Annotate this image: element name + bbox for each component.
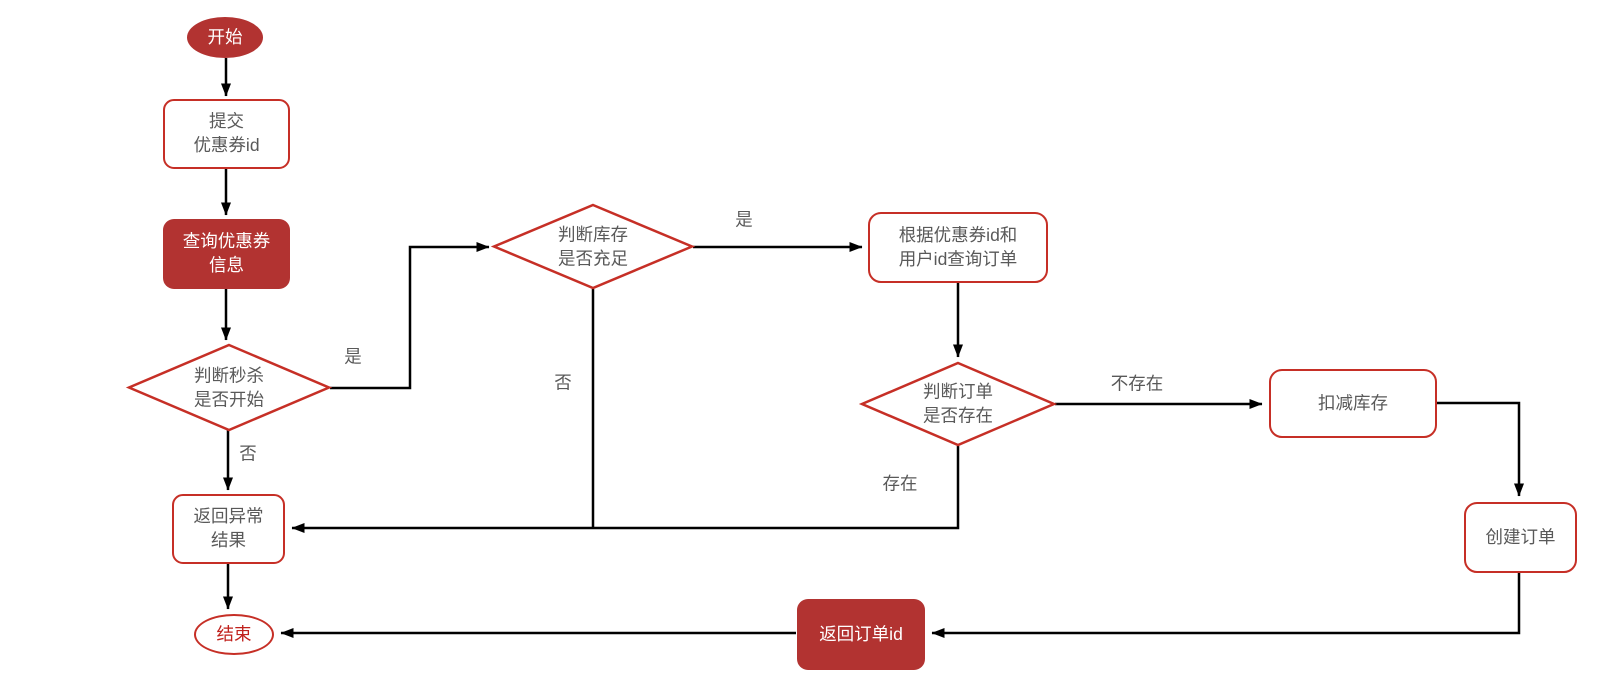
edge-label-seckill-yes: 是	[344, 346, 362, 367]
node-end: 结束	[194, 614, 274, 655]
node-submit-coupon-label: 提交 优惠券id	[193, 111, 260, 155]
node-query-order-label: 根据优惠券id和 用户id查询订单	[898, 224, 1018, 269]
edge-label-order-not-exists: 不存在	[1110, 373, 1164, 394]
edge-deduct-to-create	[1437, 401, 1524, 497]
edge-seckill-yes-to-check-stock	[330, 242, 490, 390]
node-create-order: 创建订单	[1464, 502, 1577, 573]
edge-label-stock-yes: 是	[735, 209, 753, 230]
edge-label-order-exists: 存在	[882, 473, 918, 494]
edge-label-stock-no: 否	[554, 372, 572, 393]
node-return-error: 返回异常 结果	[172, 494, 285, 564]
node-check-order-exists-label: 判断订单 是否存在	[923, 381, 993, 425]
edge-label-seckill-no: 否	[239, 443, 257, 464]
node-deduct-stock-label: 扣减库存	[1318, 392, 1388, 413]
node-query-coupon: 查询优惠券 信息	[163, 219, 290, 289]
node-query-coupon-label: 查询优惠券 信息	[182, 231, 271, 275]
node-check-stock-label: 判断库存 是否充足	[558, 224, 628, 268]
diamond-check-order-exists	[858, 361, 1058, 447]
node-end-label: 结束	[216, 623, 252, 644]
node-start: 开始	[187, 17, 263, 58]
node-submit-coupon: 提交 优惠券id	[163, 99, 290, 169]
edge-create-to-return-order-id	[931, 573, 1521, 638]
node-return-order-id-label: 返回订单id	[819, 623, 903, 644]
edge-order-exists-to-return-error	[291, 446, 960, 533]
node-create-order-label: 创建订单	[1485, 526, 1556, 547]
node-start-label: 开始	[207, 26, 243, 47]
node-return-error-label: 返回异常 结果	[193, 506, 264, 550]
diamond-check-seckill-started	[125, 343, 333, 432]
node-query-order: 根据优惠券id和 用户id查询订单	[868, 212, 1048, 283]
node-deduct-stock: 扣减库存	[1269, 369, 1437, 438]
diamond-check-stock	[490, 203, 696, 290]
node-check-seckill-started-label: 判断秒杀 是否开始	[194, 365, 264, 409]
node-return-order-id: 返回订单id	[797, 599, 925, 670]
